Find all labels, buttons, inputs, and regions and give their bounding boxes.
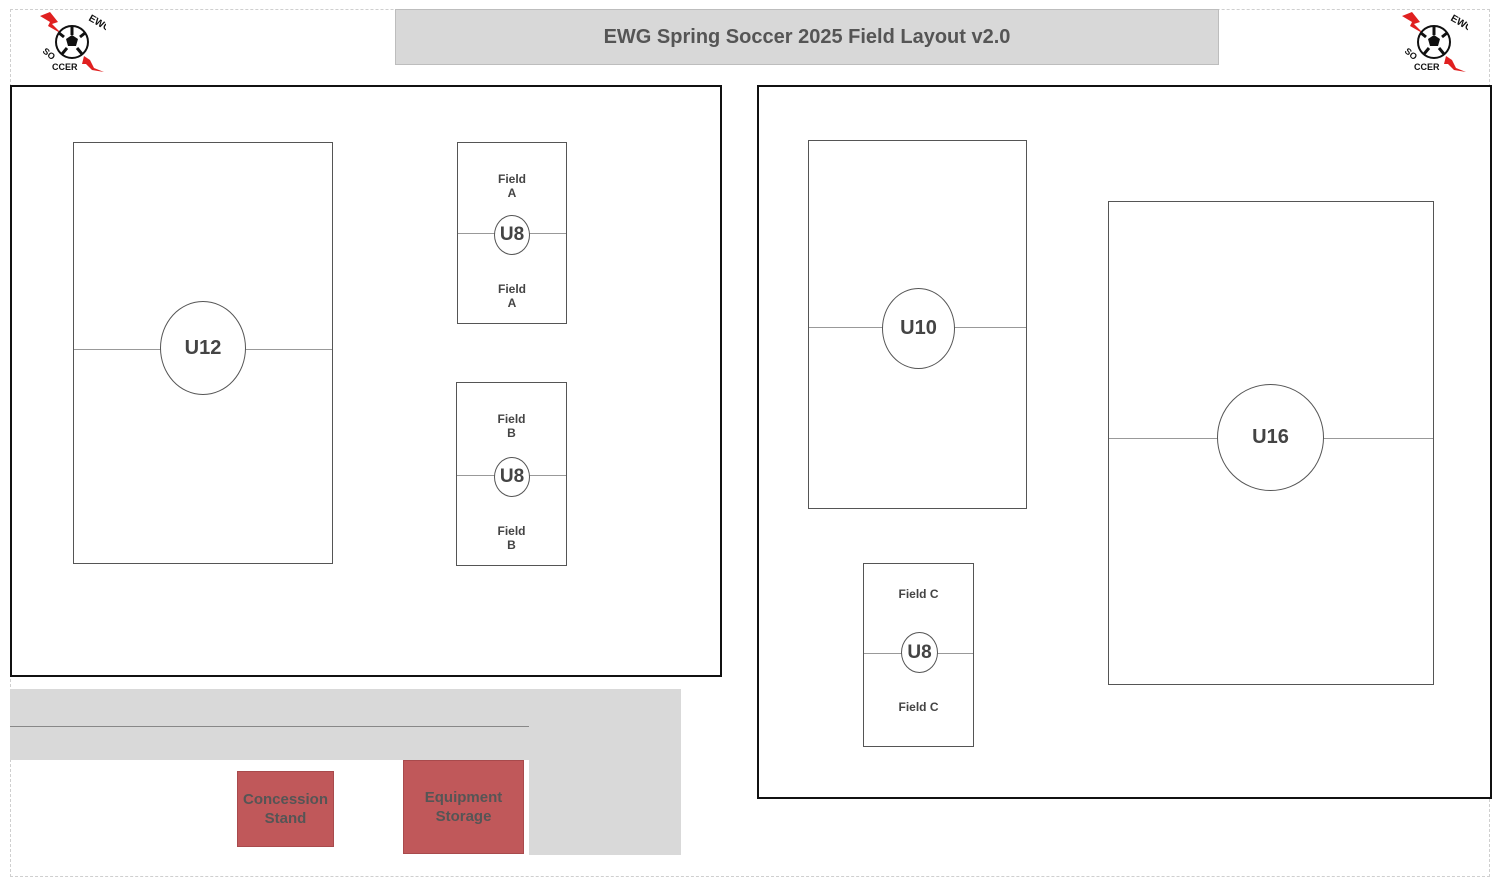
field-c-bottom-label: Field C [898,700,939,714]
ewg-soccer-logo-right: EWG SO CCER [1398,8,1468,78]
concession-stand[interactable]: Concession Stand [237,771,334,847]
right-field-complex: U10 U16 Field C U8 Field C [757,85,1492,799]
field-c[interactable]: Field C U8 Field C [863,563,974,747]
u12-center-circle: U12 [160,301,246,395]
svg-text:EWG: EWG [1449,13,1469,35]
road-vertical [529,689,681,855]
u16-center-circle: U16 [1217,384,1324,491]
svg-text:SO: SO [1403,46,1419,62]
field-c-center-circle: U8 [901,632,938,673]
field-a[interactable]: Field A U8 Field A [457,142,567,324]
field-a-top-label: Field A [497,172,526,200]
field-c-top-label: Field C [898,587,939,601]
ewg-soccer-logo-left: EWG SO CCER [36,8,106,78]
svg-text:CCER: CCER [1414,62,1440,72]
u10-field[interactable]: U10 [808,140,1027,509]
field-b-top-label: Field B [497,412,526,440]
svg-text:SO: SO [41,46,57,62]
left-field-complex: U12 Field A U8 Field A Field B U8 Field … [10,85,722,677]
field-b-center-circle: U8 [494,457,530,497]
field-b[interactable]: Field B U8 Field B [456,382,567,566]
u12-field[interactable]: U12 [73,142,333,564]
soccer-ball-icon: EWG SO CCER [1402,12,1469,72]
soccer-ball-icon: EWG SO CCER [40,12,107,72]
field-a-bottom-label: Field A [497,282,526,310]
page-title: EWG Spring Soccer 2025 Field Layout v2.0 [395,9,1219,65]
road-center-line [10,726,529,727]
u10-center-circle: U10 [882,288,955,369]
equipment-storage[interactable]: Equipment Storage [403,760,524,854]
field-b-bottom-label: Field B [497,524,526,552]
svg-text:EWG: EWG [87,13,107,35]
u16-field[interactable]: U16 [1108,201,1434,685]
field-a-center-circle: U8 [494,215,530,255]
svg-text:CCER: CCER [52,62,78,72]
